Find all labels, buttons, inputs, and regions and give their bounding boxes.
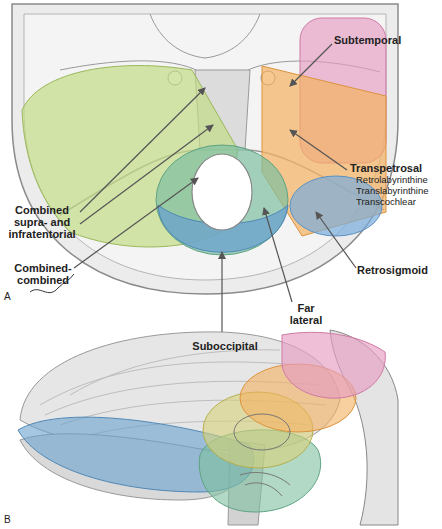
approach-label: Combined-combined (12, 262, 74, 286)
sub-approach-label: Transcochlear (356, 197, 442, 207)
nerve-lines (240, 472, 290, 496)
panel-letter: B (4, 514, 18, 525)
approach-label: Suboccipital (180, 340, 270, 352)
leader-arrow (264, 208, 292, 302)
approach-label: Subtemporal (334, 34, 414, 46)
leader-arrow (290, 44, 332, 86)
approach-label: Far lateral (284, 302, 328, 326)
leader-arrow (80, 125, 213, 224)
leader-arrow (74, 178, 198, 268)
subtemporal-region (282, 332, 385, 398)
foramen-magnum (192, 154, 252, 230)
sub-approach-label: Retrolabyrinthine (356, 175, 442, 185)
leader-arrow (80, 88, 205, 212)
approach-label: Transpetrosal (350, 162, 440, 174)
leader-arrow (221, 252, 222, 337)
leader-arrow (290, 130, 347, 170)
nerve-outline (234, 414, 290, 450)
panel-letter: A (4, 291, 18, 302)
skull-outline (12, 4, 398, 294)
anterior-fossa-edge (150, 14, 260, 58)
approach-label: Combined supra- and infratentorial (4, 204, 80, 240)
far-lateral-region (156, 145, 288, 255)
leader-arrow (316, 212, 356, 268)
approach-label: Retrosigmoid (357, 264, 441, 276)
sub-approach-label: Translabyrinthine (356, 186, 442, 196)
